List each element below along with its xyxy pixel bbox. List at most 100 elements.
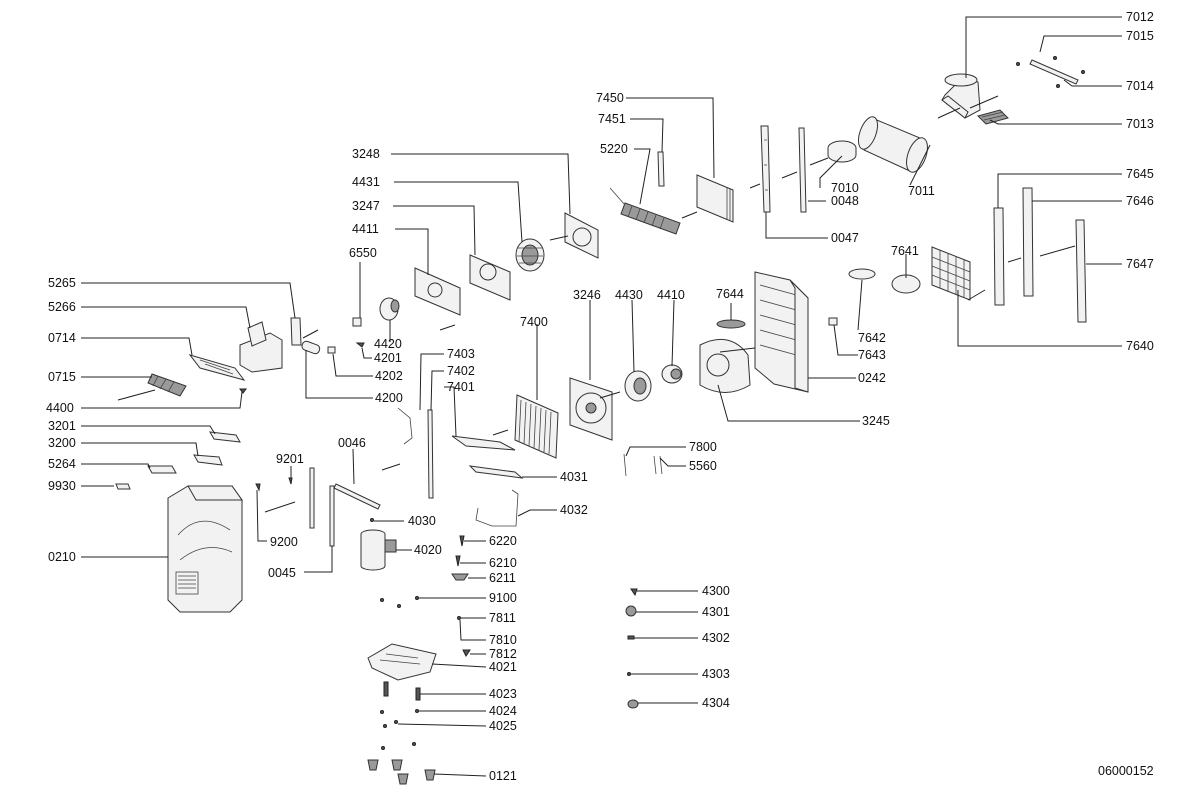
label-4030: 4030 <box>408 514 436 528</box>
part-3245-blower-housing <box>699 338 751 393</box>
assembly-guide-lines <box>117 95 1076 513</box>
label-9201: 9201 <box>276 452 304 466</box>
part-5220-heater-coil <box>609 187 681 235</box>
part-6210-screw <box>455 555 461 567</box>
label-4200: 4200 <box>375 391 403 405</box>
part-7647-frame <box>1075 219 1087 323</box>
part-4020-compressor <box>360 529 397 571</box>
part-9930-plate <box>115 483 131 490</box>
label-7015: 7015 <box>1126 29 1154 43</box>
label-7012: 7012 <box>1126 10 1154 24</box>
part-7646-frame <box>1022 187 1034 297</box>
label-4431: 4431 <box>352 175 380 189</box>
label-4303: 4303 <box>702 667 730 681</box>
part-3200-plate <box>193 454 223 466</box>
label-7451: 7451 <box>598 112 626 126</box>
part-7013-grille <box>977 109 1009 125</box>
part-7812-clip <box>462 649 471 657</box>
label-0242: 0242 <box>858 371 886 385</box>
part-7800-wire <box>623 453 627 477</box>
label-7641: 7641 <box>891 244 919 258</box>
label-3247: 3247 <box>352 199 380 213</box>
label-4202: 4202 <box>375 369 403 383</box>
label-7646: 7646 <box>1126 194 1154 208</box>
part-6220-screw <box>459 535 465 547</box>
label-0714: 0714 <box>48 331 76 345</box>
label-7400: 7400 <box>520 315 548 329</box>
label-7013: 7013 <box>1126 117 1154 131</box>
label-4031: 4031 <box>560 470 588 484</box>
label-7011: 7011 <box>908 184 935 198</box>
part-5265-bracket <box>290 317 302 346</box>
label-4410: 4410 <box>657 288 685 302</box>
label-9930: 9930 <box>48 479 76 493</box>
part-4201-screw <box>355 342 365 348</box>
part-7014-bracket <box>1016 56 1085 88</box>
label-5264: 5264 <box>48 457 76 471</box>
label-7402: 7402 <box>447 364 475 378</box>
part-0714-panel <box>188 354 246 381</box>
label-4021: 4021 <box>489 660 517 674</box>
label-0121: 0121 <box>489 769 517 783</box>
part-7012-exhaust-hood <box>941 73 981 119</box>
part-7640-filter-grid <box>931 246 971 301</box>
label-3200: 3200 <box>48 436 76 450</box>
part-7645-frame <box>993 207 1005 306</box>
part-4430-fan <box>624 370 652 402</box>
part-4031-bracket <box>468 465 524 479</box>
part-9200-screw <box>255 483 261 492</box>
label-7645: 7645 <box>1126 167 1154 181</box>
part-4304-cap <box>627 699 639 709</box>
label-9200: 9200 <box>270 535 298 549</box>
part-7643-clip <box>828 317 838 326</box>
part-4431-fan-wheel <box>515 238 545 272</box>
part-7644-filter <box>716 319 746 329</box>
part-7010-ring <box>827 140 857 163</box>
label-9100: 9100 <box>489 591 517 605</box>
part-7642-ring <box>848 268 876 280</box>
part-0047-strip <box>760 125 771 213</box>
part-0048-strip <box>798 127 807 213</box>
part-4400-motor <box>239 388 247 394</box>
label-0048: 0048 <box>831 194 859 208</box>
label-7010: 7010 <box>831 181 859 195</box>
part-7402-pipe <box>427 409 434 499</box>
part-4025-nut <box>383 720 398 728</box>
part-4021-base-tray <box>367 643 437 681</box>
part-0210-cabinet <box>167 485 243 613</box>
label-6550: 6550 <box>349 246 377 260</box>
part-6211-clip <box>451 573 469 581</box>
label-6210: 6210 <box>489 556 517 570</box>
diagram-code: 06000152 <box>1098 764 1154 778</box>
label-4300: 4300 <box>702 584 730 598</box>
leader-lines <box>81 16 1122 777</box>
label-4302: 4302 <box>702 631 730 645</box>
part-4303-pin <box>627 672 631 676</box>
label-4411: 4411 <box>352 222 379 236</box>
part-9201-rod <box>288 477 293 485</box>
part-4024-washer <box>380 709 419 714</box>
label-3245: 3245 <box>862 414 890 428</box>
part-3246-fan-housing <box>569 377 613 441</box>
part-4200-capacitor <box>301 340 321 355</box>
label-4025: 4025 <box>489 719 517 733</box>
part-5264-label <box>147 465 177 474</box>
label-7401: 7401 <box>447 380 475 394</box>
label-0047: 0047 <box>831 231 859 245</box>
part-4301-valve <box>625 605 637 617</box>
part-9100-screw <box>380 596 419 608</box>
label-4301: 4301 <box>702 605 730 619</box>
label-7812: 7812 <box>489 647 517 661</box>
label-7640: 7640 <box>1126 339 1154 353</box>
label-0715: 0715 <box>48 370 76 384</box>
label-3201: 3201 <box>48 419 76 433</box>
label-7403: 7403 <box>447 347 475 361</box>
part-4420-motor <box>379 297 400 321</box>
label-3248: 3248 <box>352 147 380 161</box>
part-5266-control-box <box>239 321 283 373</box>
part-7401-tray <box>451 435 516 451</box>
label-4400: 4400 <box>46 401 74 415</box>
part-4030-screw <box>370 518 374 522</box>
